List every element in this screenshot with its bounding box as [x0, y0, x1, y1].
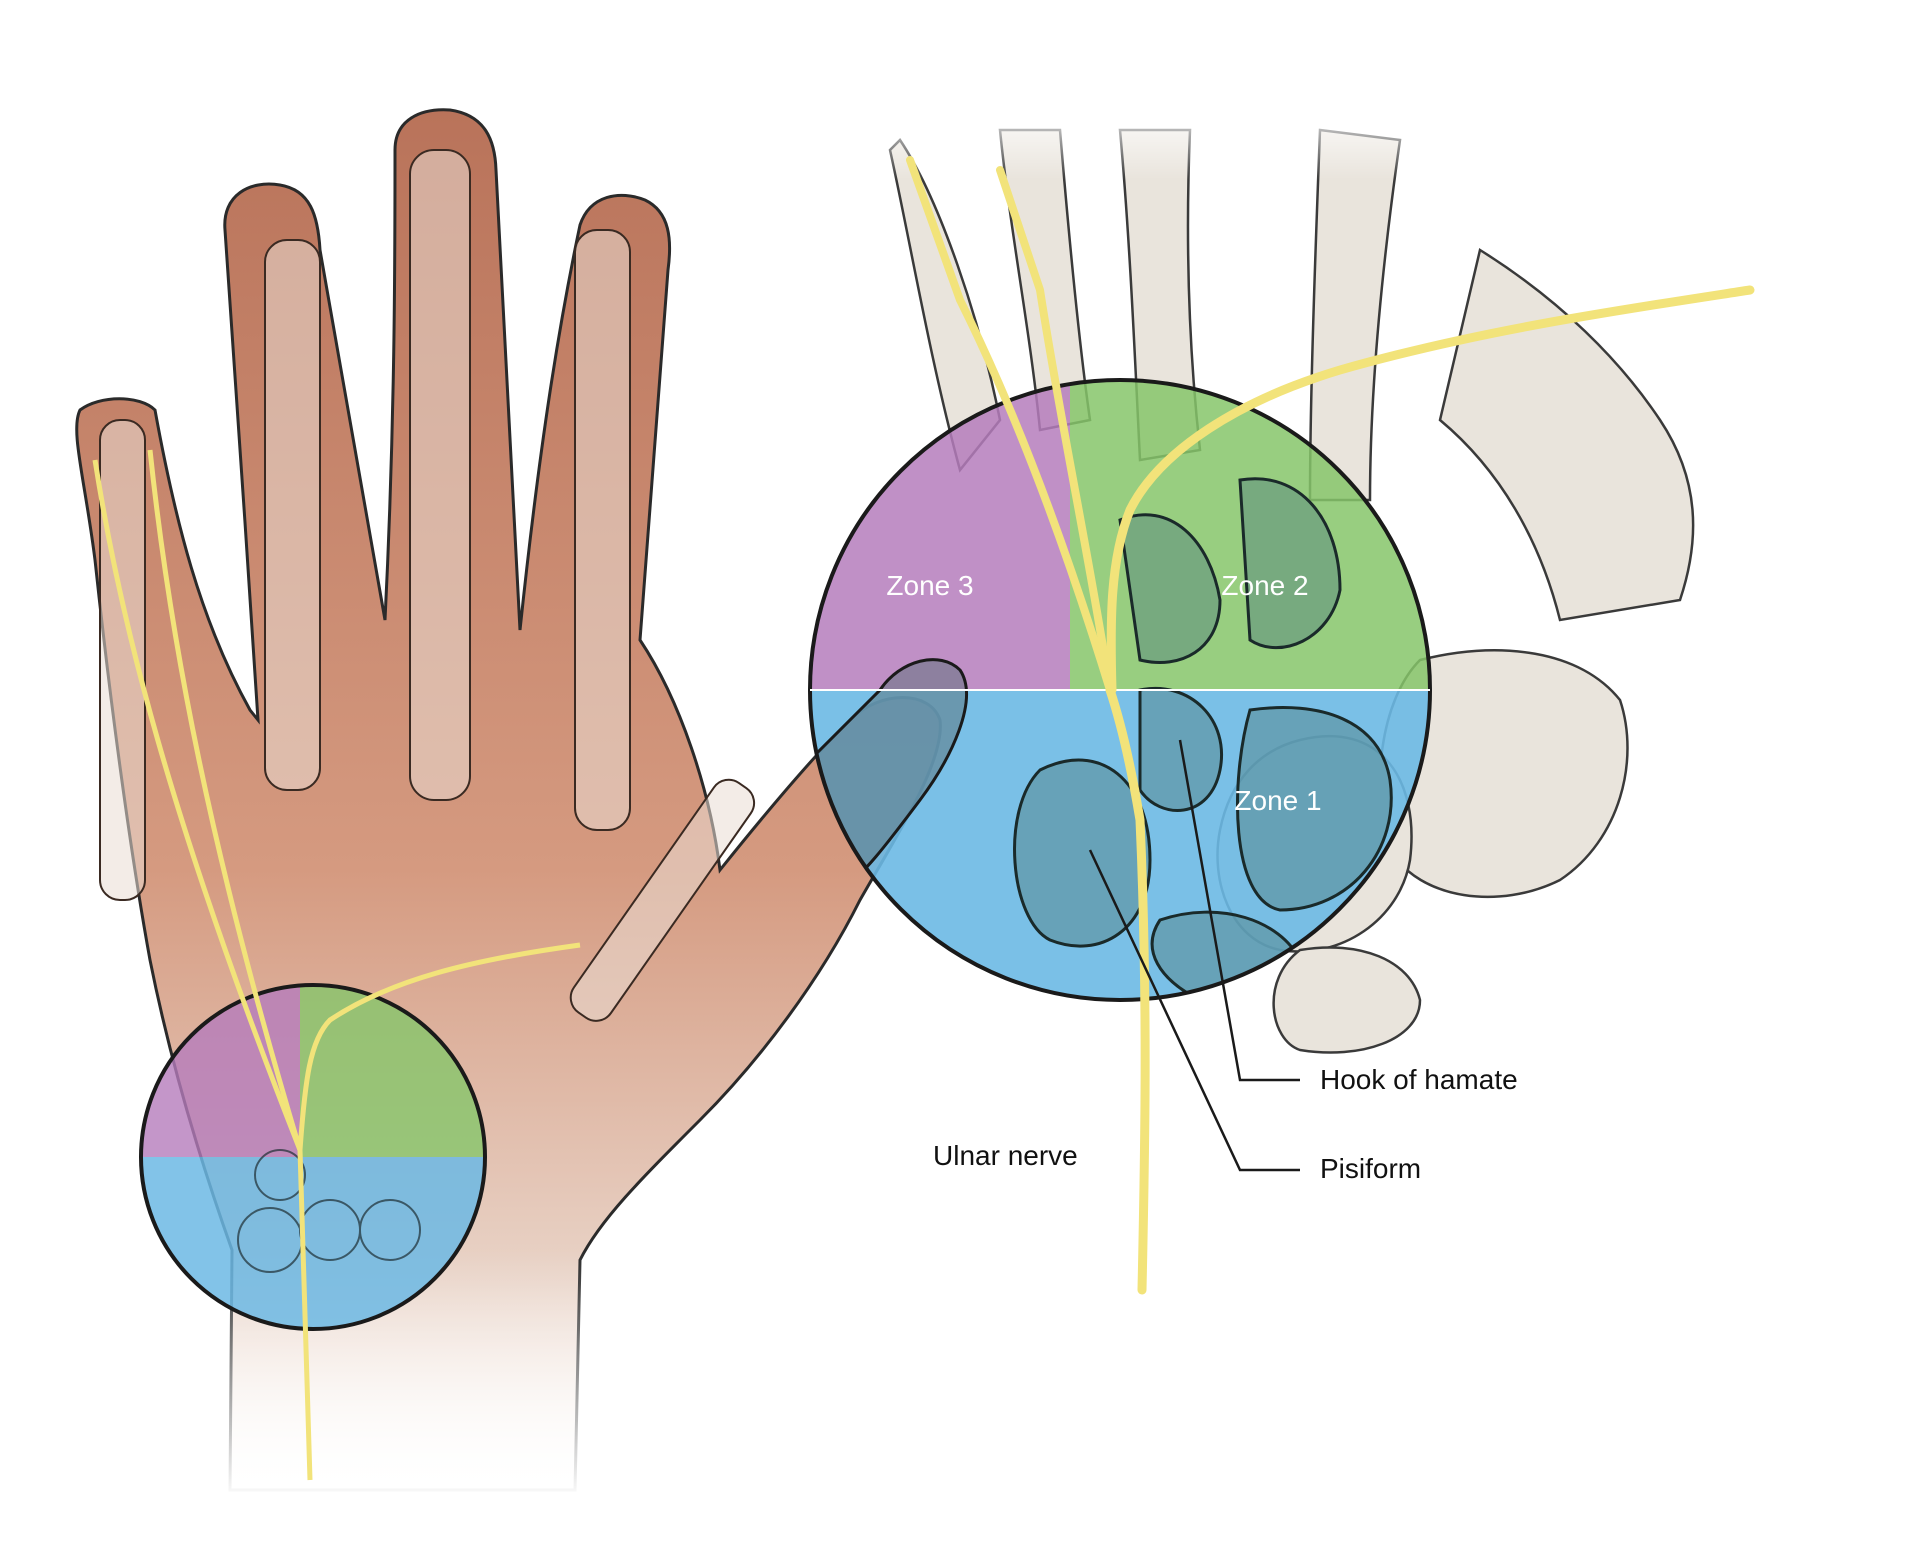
wrist-detail-illustration: Zone 3 Zone 2 Zone 1 Ulnar nerve Hook of… — [808, 100, 1760, 1295]
zone-3-label: Zone 3 — [886, 570, 973, 601]
zone-3-region — [810, 380, 1070, 690]
hook-of-hamate-label: Hook of hamate — [1320, 1064, 1518, 1095]
carpal-bones-in-circle — [1013, 477, 1393, 1000]
callout-lines — [1088, 739, 1300, 1172]
pisiform-leader — [1088, 849, 1300, 1172]
zone-2-label: Zone 2 — [1221, 570, 1308, 601]
ulnar-nerve-label: Ulnar nerve — [933, 1140, 1078, 1171]
ulnar-nerve-branches — [906, 156, 1755, 1295]
hand-zone-circle-outline — [139, 983, 487, 1331]
hand-ulnar-nerve — [92, 449, 581, 1481]
hook-of-hamate-leader — [1178, 739, 1300, 1082]
zone-1-label: Zone 1 — [1234, 785, 1321, 816]
hand-illustration — [75, 108, 942, 1500]
bones-top-fade — [860, 100, 1760, 180]
pisiform-label: Pisiform — [1320, 1153, 1421, 1184]
